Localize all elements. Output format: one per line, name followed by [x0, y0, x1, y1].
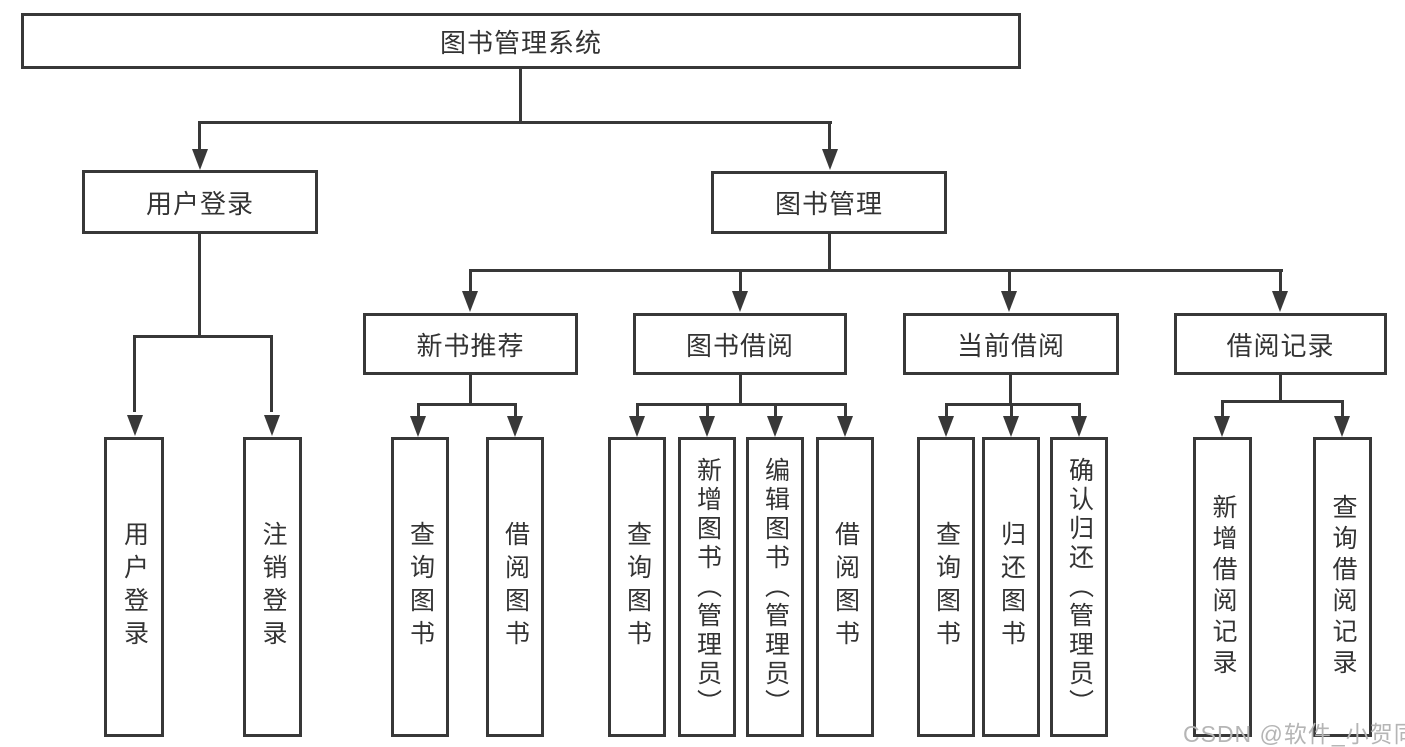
- arrowhead-icon: [1001, 291, 1017, 312]
- node-label: 归还图书: [997, 521, 1026, 653]
- connector-line: [1078, 403, 1081, 417]
- watermark: CSDN @软件_小贺同学: [1183, 721, 1405, 747]
- arrowhead-icon: [1334, 416, 1350, 437]
- node-leaf-query-books: 查询图书: [391, 437, 449, 737]
- node-label: 图书管理: [774, 189, 883, 219]
- node-label: 新增图书（管理员）: [693, 456, 722, 718]
- arrowhead-icon: [629, 416, 645, 437]
- node-current-borrow: 当前借阅: [903, 313, 1119, 375]
- connector-line: [706, 403, 709, 417]
- node-book-management-module: 图书管理: [711, 171, 947, 234]
- arrowhead-icon: [1003, 416, 1019, 437]
- connector-line: [469, 269, 1283, 272]
- connector-line: [1279, 373, 1282, 403]
- arrowhead-icon: [507, 416, 523, 437]
- arrowhead-icon: [462, 291, 478, 312]
- node-label: 新增借阅记录: [1209, 494, 1237, 680]
- node-leaf-return-books: 归还图书: [982, 437, 1040, 737]
- node-label: 图书借阅: [685, 330, 794, 361]
- connector-line: [270, 335, 273, 412]
- node-leaf-query-borrow-record: 查询借阅记录: [1313, 437, 1372, 737]
- connector-line: [469, 269, 472, 291]
- connector-line: [519, 66, 522, 124]
- connector-line: [198, 121, 832, 124]
- node-label: 用户登录: [145, 188, 254, 219]
- node-label: 借阅图书: [501, 521, 530, 653]
- connector-line: [1009, 373, 1012, 406]
- connector-line: [198, 121, 201, 151]
- arrowhead-icon: [264, 415, 280, 436]
- arrowhead-icon: [410, 416, 426, 437]
- node-leaf-borrow-books: 借阅图书: [816, 437, 874, 737]
- connector-line: [828, 121, 831, 151]
- arrowhead-icon: [1214, 416, 1230, 437]
- arrowhead-icon: [1272, 291, 1288, 312]
- arrowhead-icon: [938, 416, 954, 437]
- node-label: 借阅图书: [831, 521, 860, 653]
- node-label: 查询图书: [406, 521, 435, 653]
- connector-line: [514, 403, 517, 417]
- connector-line: [636, 403, 847, 406]
- node-library-system: 图书管理系统: [21, 13, 1021, 69]
- node-label: 图书管理系统: [439, 27, 602, 58]
- connector-line: [739, 373, 742, 406]
- connector-line: [945, 403, 1081, 406]
- node-label: 查询图书: [932, 521, 961, 653]
- connector-line: [469, 373, 472, 406]
- connector-line: [133, 335, 273, 338]
- connector-line: [133, 335, 136, 412]
- node-label: 新书推荐: [416, 330, 525, 361]
- node-leaf-user-login: 用户登录: [104, 437, 164, 737]
- node-label: 确认归还（管理员）: [1065, 456, 1094, 718]
- node-label: 查询借阅记录: [1329, 494, 1357, 680]
- node-book-borrow: 图书借阅: [633, 313, 847, 375]
- node-leaf-add-books-admin: 新增图书（管理员）: [678, 437, 736, 737]
- arrowhead-icon: [127, 415, 143, 436]
- node-leaf-confirm-return-admin: 确认归还（管理员）: [1050, 437, 1108, 737]
- node-label: 查询图书: [623, 521, 652, 653]
- connector-line: [828, 231, 831, 272]
- connector-line: [417, 403, 517, 406]
- arrowhead-icon: [699, 416, 715, 437]
- connector-line: [417, 403, 420, 417]
- node-new-book-recommend: 新书推荐: [363, 313, 578, 375]
- node-leaf-query-books: 查询图书: [608, 437, 666, 737]
- connector-line: [844, 403, 847, 417]
- node-user-login-module: 用户登录: [82, 170, 318, 234]
- node-leaf-add-borrow-record: 新增借阅记录: [1193, 437, 1252, 737]
- node-label: 借阅记录: [1226, 330, 1335, 361]
- connector-line: [1341, 400, 1344, 417]
- node-borrow-records: 借阅记录: [1174, 313, 1387, 375]
- node-label: 编辑图书（管理员）: [761, 456, 790, 718]
- node-label: 当前借阅: [956, 330, 1065, 361]
- connector-line: [945, 403, 948, 417]
- connector-line: [1279, 269, 1282, 291]
- node-leaf-borrow-books: 借阅图书: [486, 437, 544, 737]
- connector-line: [636, 403, 639, 417]
- connector-line: [1221, 400, 1224, 417]
- arrowhead-icon: [767, 416, 783, 437]
- arrowhead-icon: [732, 291, 748, 312]
- connector-line: [774, 403, 777, 417]
- node-leaf-query-books: 查询图书: [917, 437, 975, 737]
- arrowhead-icon: [822, 149, 838, 170]
- arrowhead-icon: [837, 416, 853, 437]
- connector-line: [1221, 400, 1344, 403]
- connector-line: [739, 269, 742, 291]
- connector-line: [1008, 269, 1011, 291]
- arrowhead-icon: [1071, 416, 1087, 437]
- arrowhead-icon: [192, 149, 208, 170]
- connector-line: [198, 231, 201, 338]
- connector-line: [1010, 403, 1013, 417]
- node-leaf-logout: 注销登录: [243, 437, 302, 737]
- node-label: 用户登录: [120, 521, 149, 653]
- node-leaf-edit-books-admin: 编辑图书（管理员）: [746, 437, 804, 737]
- node-label: 注销登录: [259, 521, 287, 653]
